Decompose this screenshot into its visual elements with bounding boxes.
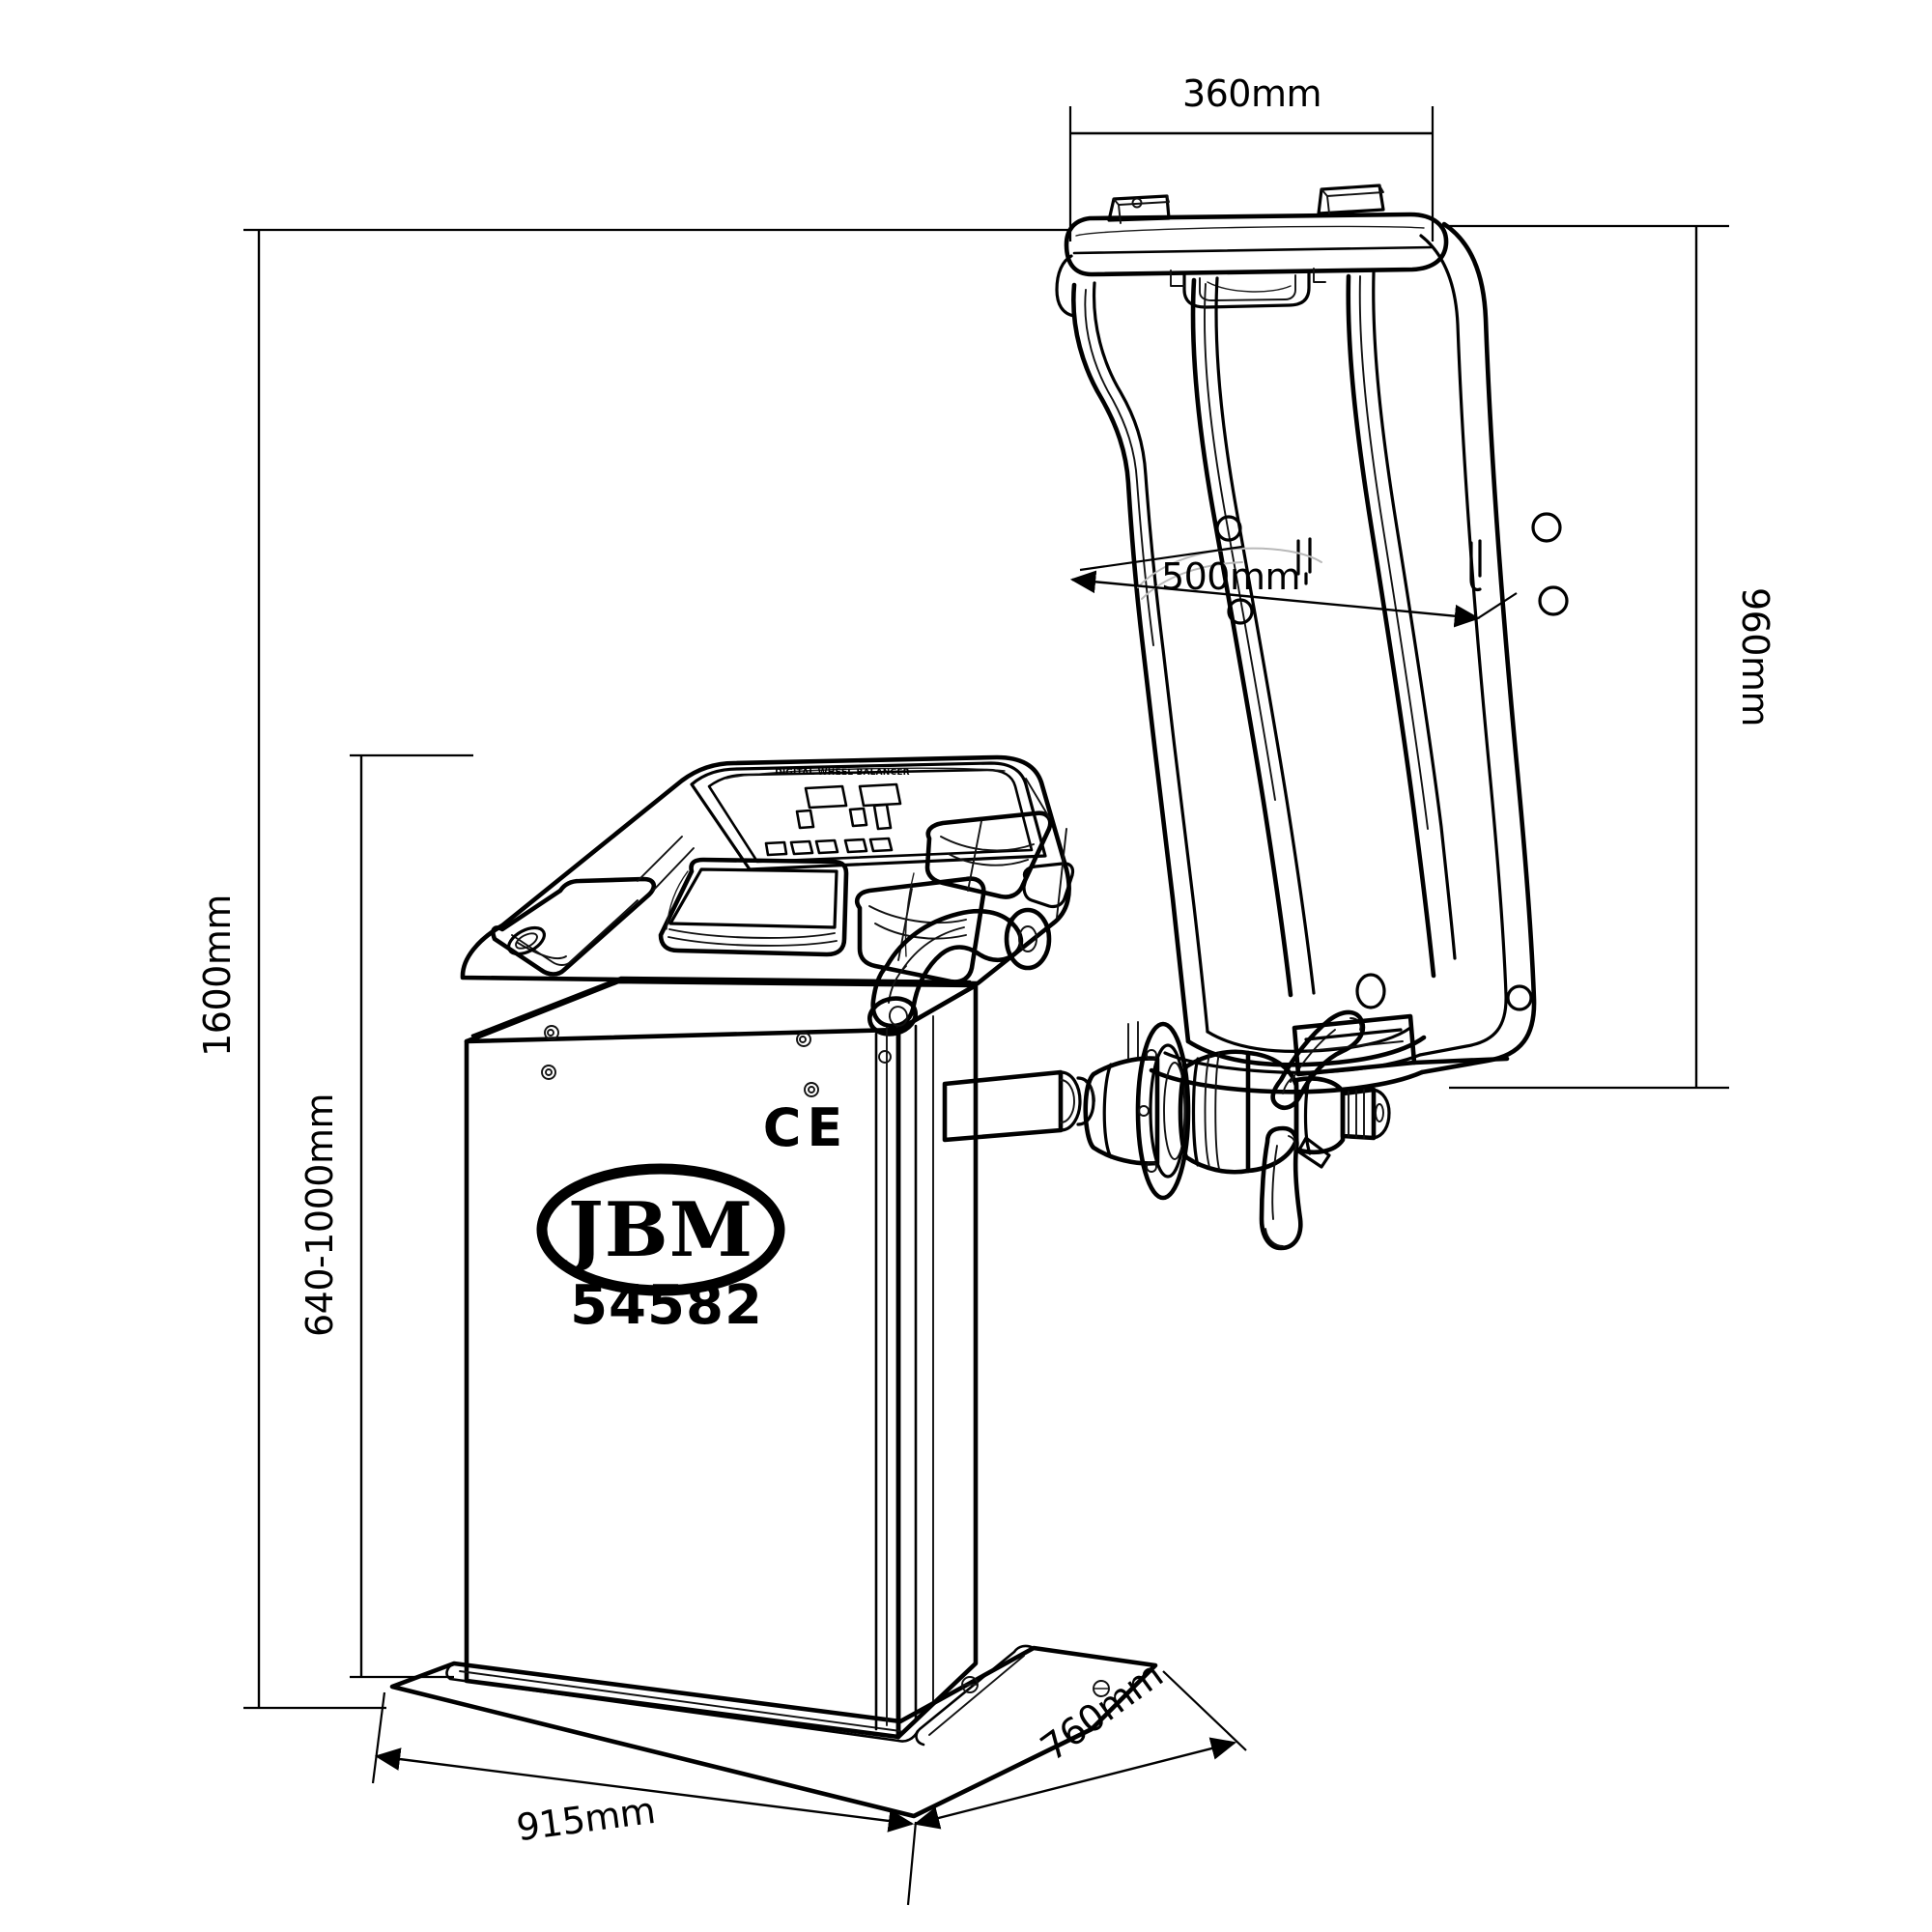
hood-rail-nub-left <box>1107 194 1171 224</box>
hood-rail-nub-right <box>1317 184 1385 215</box>
panel-button-3[interactable] <box>814 838 839 855</box>
gauge-arm-knob[interactable] <box>1004 907 1052 971</box>
panel-screw-left <box>541 1065 556 1080</box>
panel-label-text: DIGITAL WHEEL BALANCER <box>775 768 910 778</box>
base-anchor-bolt-1 <box>961 1676 979 1693</box>
panel-button-4[interactable] <box>843 838 868 854</box>
quick-release-handle-lower[interactable] <box>1259 1125 1331 1251</box>
cabinet-screw-1 <box>544 1025 559 1040</box>
hood-hole-upper-left <box>1215 515 1242 542</box>
flange-bolt-2 <box>1138 1105 1150 1117</box>
dimension-label-1600mm: 1600mm <box>196 895 239 1057</box>
display-left <box>804 784 848 810</box>
cabinet-screw-2 <box>796 1032 811 1047</box>
hood-handle-icon <box>1170 268 1326 309</box>
panel-screw-corner <box>878 1050 892 1064</box>
flange-bolt-1 <box>1146 1049 1157 1061</box>
jbm-logo-text: JBM <box>562 1186 753 1274</box>
dimension-hood-depth: 500mm <box>1069 545 1518 628</box>
quick-release-handle-upper[interactable] <box>1270 1009 1366 1110</box>
display-right <box>858 782 902 808</box>
hood-hole-rear-low <box>1506 984 1533 1011</box>
spindle-shaft-icon <box>942 1009 1391 1251</box>
console-socket-left-inner <box>515 932 538 950</box>
dimension-label-500mm: 500mm <box>1161 555 1300 598</box>
hood-hole-lower-mid <box>1355 973 1386 1009</box>
dimension-overall-height: 1600mm <box>196 228 1070 1710</box>
wheel-balancer-cabinet-icon: DIGITAL WHEEL BALANCER <box>389 754 1510 1819</box>
hub-flange <box>1135 1021 1191 1201</box>
flange-bolt-3 <box>1146 1161 1157 1173</box>
indicator-lamp-1[interactable] <box>795 809 815 830</box>
cabinet-screw-1-core <box>547 1029 554 1037</box>
console-socket-left <box>507 925 546 956</box>
base-anchor-bolt-2 <box>1093 1680 1110 1697</box>
dimension-spindle-height: 640-1000mm <box>298 753 473 1679</box>
panel-button-1[interactable] <box>764 840 788 857</box>
jbm-logo-icon: JBM <box>536 1163 785 1296</box>
hood-mount-bracket <box>1292 1013 1510 1077</box>
indicator-lamp-2[interactable] <box>848 807 868 828</box>
dimension-label-640-1000mm: 640-1000mm <box>298 1094 341 1337</box>
indicator-lamp-3[interactable] <box>872 803 893 831</box>
dimension-label-960mm: 960mm <box>1734 587 1776 726</box>
cabinet-screw-2-core <box>799 1036 807 1043</box>
panel-button-5[interactable] <box>868 837 894 853</box>
dimension-label-360mm: 360mm <box>1182 72 1321 115</box>
ce-mark-icon: CE <box>763 1097 849 1158</box>
model-number-text: 54582 <box>570 1274 763 1337</box>
console-head-icon: DIGITAL WHEEL BALANCER <box>460 754 1075 1038</box>
dimension-hood-width-top: 360mm <box>1068 72 1435 242</box>
distance-gauge-arm-icon[interactable] <box>866 907 1052 1038</box>
panel-button-2[interactable] <box>789 839 814 856</box>
dimension-hood-height: 960mm <box>1447 224 1776 1090</box>
hood-hole-upper-right <box>1531 512 1562 543</box>
hood-hole-lower-right <box>1538 585 1569 616</box>
panel-screw-right <box>804 1082 819 1097</box>
gauge-arm-hub <box>867 996 918 1037</box>
